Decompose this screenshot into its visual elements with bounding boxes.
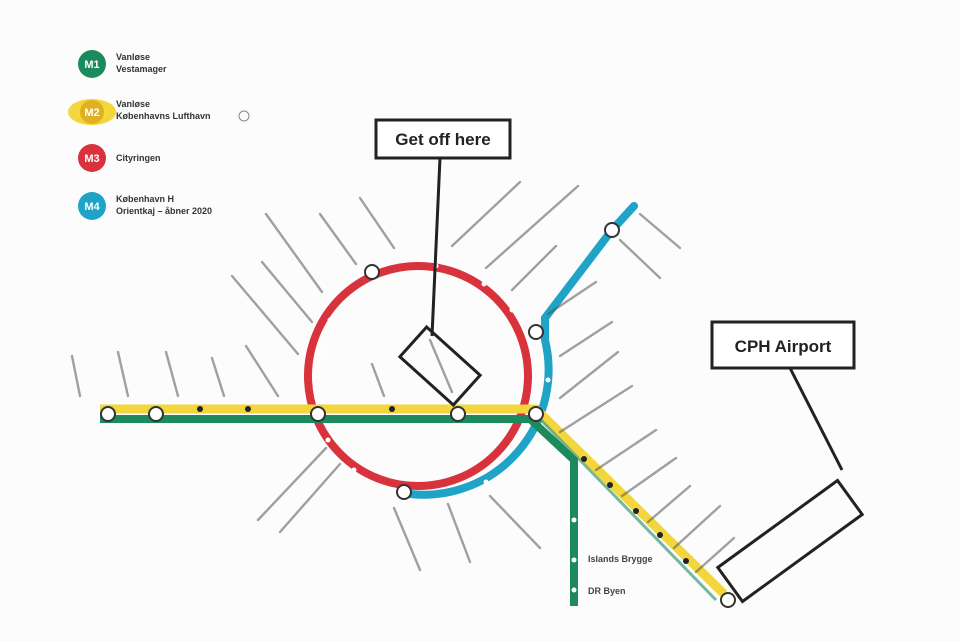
callout-cph-airport: CPH Airport bbox=[710, 320, 865, 604]
station-norrebro-icon bbox=[364, 264, 380, 280]
station-kobenhavn-h-icon bbox=[396, 484, 412, 500]
m1-badge-label: M1 bbox=[84, 59, 99, 71]
m4-badge-label: M4 bbox=[84, 201, 100, 213]
get-off-label: Get off here bbox=[395, 130, 490, 149]
airport-box bbox=[710, 320, 856, 370]
legend-item-m1: M1 Vanløse Vestamager bbox=[78, 50, 167, 78]
m2-badge-icon bbox=[80, 100, 104, 124]
m2-legend-line1: Vanløse bbox=[116, 99, 150, 109]
m2-line bbox=[100, 404, 728, 602]
m1-badge-icon bbox=[78, 50, 106, 78]
airport-symbol-icon bbox=[238, 110, 250, 122]
blurred-station-labels bbox=[70, 180, 736, 574]
m2-legend-line2: Københavns Lufthavn bbox=[116, 111, 211, 121]
station-kongens-nytorv-icon bbox=[450, 406, 466, 422]
get-off-pointer bbox=[430, 157, 442, 337]
m4-legend-line1: København H bbox=[116, 194, 174, 204]
station-nordhavn-icon bbox=[604, 222, 620, 238]
station-lufthavnen-icon bbox=[720, 592, 736, 608]
get-off-highlight-box bbox=[397, 324, 483, 408]
interchange-stations bbox=[100, 222, 736, 608]
m3-legend-line1: Cityringen bbox=[116, 153, 161, 163]
legend-item-m2: M2 Vanløse Københavns Lufthavn bbox=[68, 99, 250, 125]
station-osterport-icon bbox=[528, 324, 544, 340]
legend-item-m3: M3 Cityringen bbox=[78, 144, 161, 172]
m1-south-labels: Islands Brygge DR Byen bbox=[588, 554, 653, 596]
m4-badge-icon bbox=[78, 192, 106, 220]
m2-badge-label: M2 bbox=[84, 107, 99, 119]
airport-highlight-box bbox=[715, 478, 865, 604]
m1-legend-line2: Vestamager bbox=[116, 64, 167, 74]
station-vanlose-icon bbox=[100, 406, 116, 422]
legend-item-m4: M4 København H Orientkaj – åbner 2020 bbox=[78, 192, 212, 220]
station-frederiksberg-icon bbox=[310, 406, 326, 422]
station-christianshavn-icon bbox=[528, 406, 544, 422]
m3-ring-line bbox=[304, 262, 532, 490]
station-dr-byen-label: DR Byen bbox=[588, 586, 626, 596]
get-off-box bbox=[374, 118, 512, 160]
m3-badge-icon bbox=[78, 144, 106, 172]
line-stop-dots bbox=[197, 406, 689, 564]
airport-label: CPH Airport bbox=[735, 337, 832, 356]
legend: M1 Vanløse Vestamager M2 Vanløse Københa… bbox=[68, 50, 250, 220]
m3-badge-label: M3 bbox=[84, 153, 99, 165]
m4-line bbox=[406, 202, 638, 499]
callout-get-off-here: Get off here bbox=[374, 118, 512, 408]
ring-stop-dots bbox=[319, 263, 577, 593]
station-islands-brygge-label: Islands Brygge bbox=[588, 554, 653, 564]
station-flintholm-icon bbox=[148, 406, 164, 422]
m4-legend-line2: Orientkaj – åbner 2020 bbox=[116, 206, 212, 216]
m1-legend-line1: Vanløse bbox=[116, 52, 150, 62]
airport-pointer bbox=[788, 367, 844, 471]
